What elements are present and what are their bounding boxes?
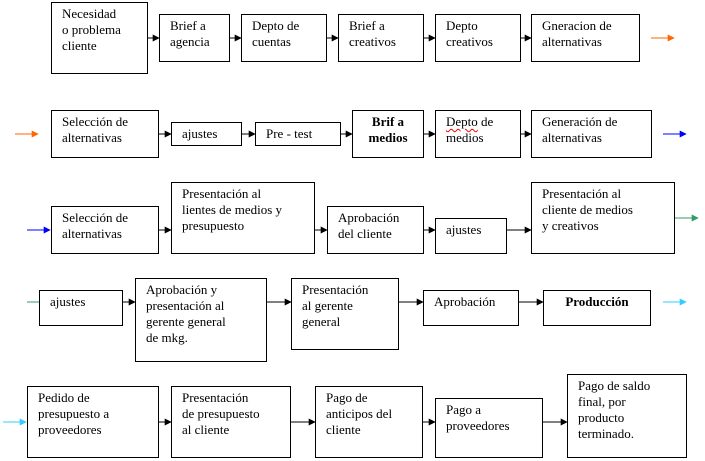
process-box-label: Depto de medios (446, 114, 494, 145)
process-box-aprobacion-cliente: Aprobación del cliente (327, 206, 424, 254)
process-box-label: Depto de cuentas (252, 18, 300, 49)
process-box-label: Pago a proveedores (446, 402, 510, 433)
process-box-label: ajustes (446, 222, 482, 237)
process-box-ajustes-1: ajustes (171, 122, 242, 146)
process-box-label: Presentación al cliente de medios y crea… (542, 186, 633, 233)
process-box-label: Aprobación y presentación al gerente gen… (146, 282, 226, 345)
process-box-aprobacion: Aprobación (423, 290, 519, 326)
process-box-label: ajustes (182, 126, 218, 141)
process-box-pedido-presupuesto: Pedido de presupuesto a proveedores (27, 386, 159, 458)
process-box-ajustes-2: ajustes (435, 218, 507, 254)
process-box-pago-proveedores: Pago a proveedores (435, 398, 543, 458)
process-box-presentacion-cliente-medios-creativos: Presentación al cliente de medios y crea… (531, 182, 675, 254)
process-box-seleccion-alternativas-2: Selección de alternativas (51, 206, 159, 254)
process-box-label: Necesidad o problema cliente (62, 6, 121, 53)
process-box-label: ajustes (50, 294, 86, 309)
spellcheck-underline: Depto (446, 114, 478, 129)
process-box-pago-saldo-final: Pago de saldo final, por producto termin… (567, 374, 687, 458)
process-box-label: Selección de alternativas (62, 210, 129, 241)
process-box-label: Aprobación (434, 294, 496, 309)
process-box-pago-anticipos: Pago de anticipos del cliente (315, 386, 423, 458)
process-box-gneracion-alternativas: Gneracion de alternativas (531, 14, 640, 62)
process-box-label: Gneracion de alternativas (542, 18, 612, 49)
process-box-depto-medios: Depto de medios (435, 110, 521, 158)
process-box-label: Selección de alternativas (62, 114, 129, 145)
process-box-label: Pedido de presupuesto a proveedores (38, 390, 110, 437)
process-box-depto-cuentas: Depto de cuentas (241, 14, 327, 62)
process-box-pre-test: Pre - test (255, 122, 341, 146)
process-box-produccion: Producción (543, 290, 651, 326)
process-box-label: Presentación al gerente general (302, 282, 369, 329)
process-box-label: Brif a medios (368, 114, 408, 145)
process-box-label: Brief a agencia (170, 18, 210, 49)
process-box-label: Presentación al lientes de medios y pres… (182, 186, 283, 233)
process-box-necesidad: Necesidad o problema cliente (51, 2, 148, 74)
process-box-aprobacion-presentacion-gerente: Aprobación y presentación al gerente gen… (135, 278, 267, 362)
process-box-seleccion-alternativas-1: Selección de alternativas (51, 110, 159, 158)
process-box-label: Brief a creativos (349, 18, 396, 49)
process-box-label: Producción (565, 294, 629, 309)
process-box-label: Generación de alternativas (542, 114, 618, 145)
process-box-brief-agencia: Brief a agencia (159, 14, 230, 62)
process-box-label: Pago de anticipos del cliente (326, 390, 393, 437)
process-box-label: Presentación de presupuesto al cliente (182, 390, 260, 437)
process-box-presentacion-gerente-general: Presentación al gerente general (291, 278, 399, 350)
process-box-brief-creativos: Brief a creativos (338, 14, 424, 62)
process-box-generacion-alternativas: Generación de alternativas (531, 110, 652, 158)
process-box-ajustes-3: ajustes (39, 290, 123, 326)
process-box-presentacion-presupuesto-cliente: Presentación de presupuesto al cliente (171, 386, 291, 458)
process-box-label: Aprobación del cliente (338, 210, 400, 241)
process-box-depto-creativos: Depto creativos (435, 14, 521, 62)
process-box-label: Depto creativos (446, 18, 493, 49)
process-box-label: Pre - test (266, 126, 313, 141)
process-box-brif-medios: Brif a medios (352, 110, 424, 158)
process-box-presentacion-lientes-medios: Presentación al lientes de medios y pres… (171, 182, 315, 254)
process-box-label: Pago de saldo final, por producto termin… (578, 378, 651, 441)
